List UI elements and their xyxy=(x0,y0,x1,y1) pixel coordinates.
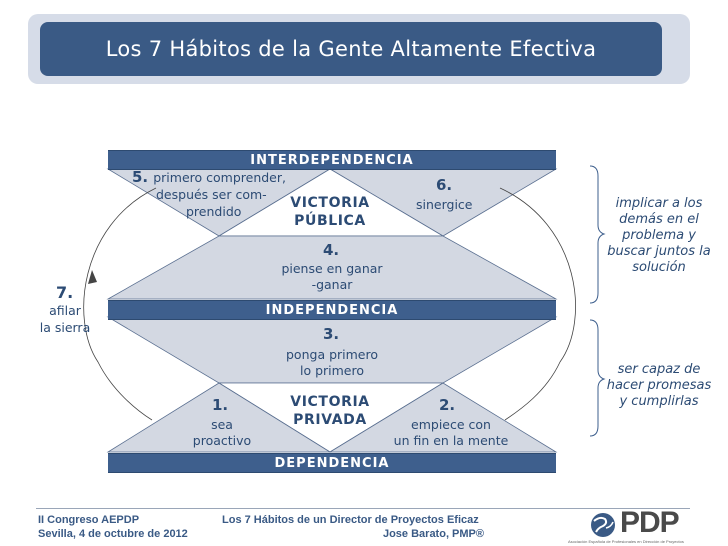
side-note-bottom-line3: y cumplirlas xyxy=(619,394,699,409)
habit-4-line1: piense en ganar xyxy=(281,261,383,276)
side-note-independence: ser capaz de hacer promesas y cumplirlas xyxy=(598,362,720,410)
habit-7-number: 7. xyxy=(56,283,74,302)
habit-5-number: 5. xyxy=(132,168,149,186)
habit-3-line2: lo primero xyxy=(299,363,365,378)
habit-5-line3: prendido xyxy=(186,204,242,219)
habit-6-number: 6. xyxy=(436,176,453,194)
habit-6-line1: sinergice xyxy=(416,197,473,212)
footer-event: II Congreso AEPDP xyxy=(38,514,140,526)
victoria-publica-line1: VICTORIA xyxy=(290,195,370,211)
band-dependencia: DEPENDENCIA xyxy=(108,453,556,473)
brace-bottom xyxy=(589,319,606,437)
habit-7-line1: afilar xyxy=(49,303,81,318)
habit-7-line2: la sierra xyxy=(39,320,91,335)
habit-1-line2: proactivo xyxy=(192,433,252,448)
side-note-top-line2: demás en el xyxy=(619,212,699,227)
pdp-logo-subtitle: Asociación Española de Profesionales en … xyxy=(568,539,684,544)
footer-date: Sevilla, 4 de octubre de 2012 xyxy=(38,528,188,540)
side-note-bottom-line2: hacer promesas xyxy=(606,378,712,393)
habit-5-line1: primero comprender, xyxy=(153,170,286,185)
victoria-privada-line1: VICTORIA xyxy=(290,394,370,410)
pdp-logo: PDP xyxy=(620,506,680,539)
side-note-bottom-line1: ser capaz de xyxy=(617,362,701,377)
triangle-bottom-right xyxy=(328,382,558,453)
victoria-privada-line2: PRIVADA xyxy=(293,412,367,428)
arrow-head-left xyxy=(88,270,97,284)
title-banner: Los 7 Hábitos de la Gente Altamente Efec… xyxy=(40,22,662,76)
habit-2-number: 2. xyxy=(439,396,456,414)
side-note-top-line3: problema y xyxy=(622,228,696,243)
habit-5: 5. primero comprender, xyxy=(132,167,286,186)
habit-4-number: 4. xyxy=(323,241,340,259)
side-note-interdependence: implicar a los demás en el problema y bu… xyxy=(598,196,720,276)
footer-author: Jose Barato, PMP® xyxy=(382,528,484,540)
habit-1-number: 1. xyxy=(212,396,229,414)
side-note-top-line5: solución xyxy=(632,260,686,275)
footer-divider xyxy=(36,508,690,509)
band-interdependencia: INTERDEPENDENCIA xyxy=(108,150,556,170)
victoria-privada: VICTORIA PRIVADA xyxy=(282,393,378,429)
victoria-publica-line2: PÚBLICA xyxy=(294,213,366,229)
habit-5-line2: después ser com- xyxy=(156,187,267,202)
footer-talk-title: Los 7 Hábitos de un Director de Proyecto… xyxy=(222,514,479,526)
habit-2-line2: un fin en la mente xyxy=(393,433,509,448)
triangle-bottom-left xyxy=(106,382,332,453)
renewal-arc-left xyxy=(83,187,157,421)
page-title: Los 7 Hábitos de la Gente Altamente Efec… xyxy=(105,37,597,61)
brace-top xyxy=(589,165,606,304)
habit-1-line1: sea xyxy=(211,417,233,432)
side-note-top-line4: buscar juntos la xyxy=(607,244,711,259)
habit-2-line1: empiece con xyxy=(411,417,491,432)
triangle-mid-upper xyxy=(106,235,558,300)
renewal-arc-right xyxy=(499,187,576,421)
globe-icon xyxy=(591,513,615,537)
habit-4-line2: -ganar xyxy=(311,277,353,292)
footer-left: II Congreso AEPDP Sevilla, 4 de octubre … xyxy=(38,513,188,541)
habit-3-line1: ponga primero xyxy=(286,347,378,362)
footer-center: Los 7 Hábitos de un Director de Proyecto… xyxy=(222,513,484,541)
victoria-publica: VICTORIA PÚBLICA xyxy=(282,194,378,230)
band-independencia: INDEPENDENCIA xyxy=(108,300,556,320)
habit-3-number: 3. xyxy=(323,325,340,343)
side-note-top-line1: implicar a los xyxy=(615,196,703,211)
